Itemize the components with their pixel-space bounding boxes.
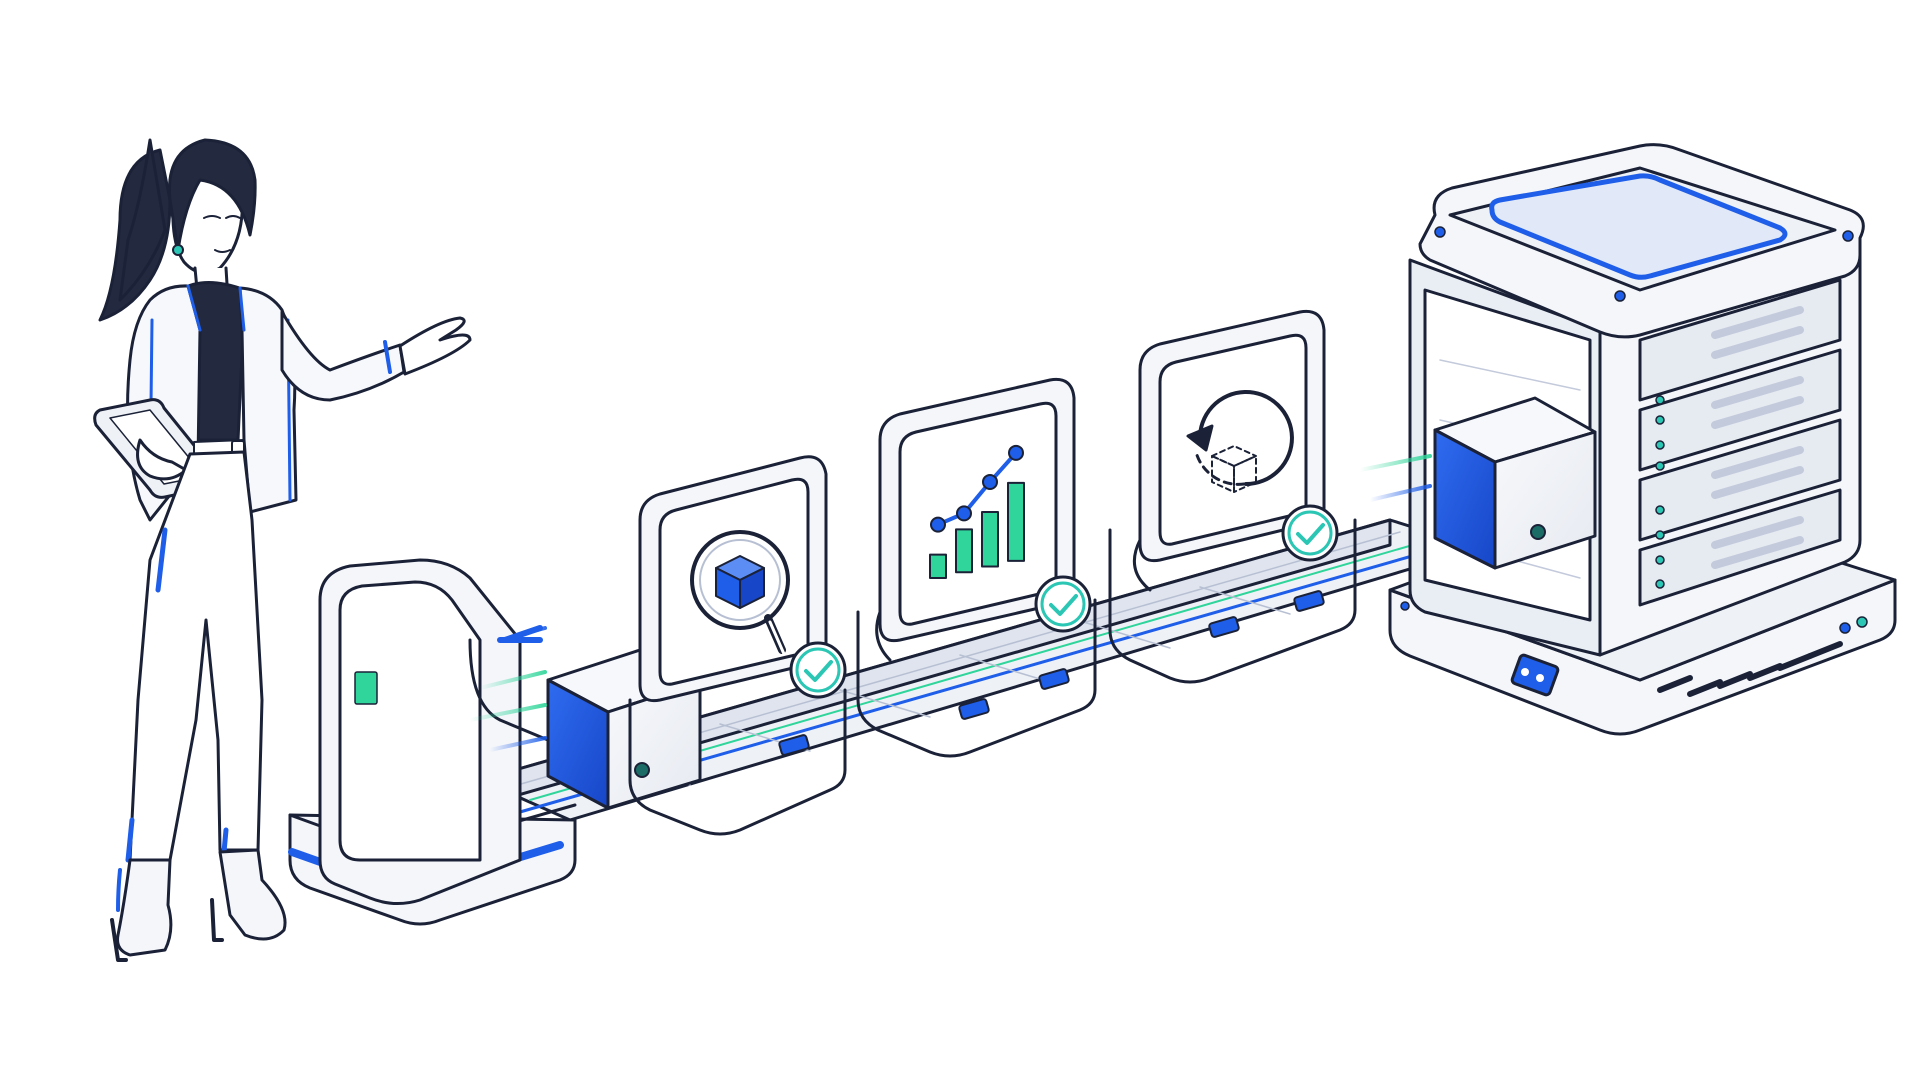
chart-icon-point	[956, 505, 972, 522]
check-circle-icon	[1034, 575, 1092, 633]
chart-icon-point	[1008, 444, 1024, 461]
chart-icon-bar	[955, 528, 973, 574]
stage-analyze	[856, 377, 1097, 758]
chart-icon-bar	[929, 553, 947, 579]
stage-transform	[1108, 309, 1357, 684]
check-circle-icon	[1281, 504, 1339, 562]
presenter-figure	[93, 138, 472, 962]
chart-icon-bar	[1007, 481, 1025, 562]
stage-inspect	[628, 455, 847, 836]
check-circle-icon	[789, 641, 847, 699]
data-box-stored	[1358, 396, 1597, 570]
rotate-cube-icon	[1186, 390, 1294, 493]
magnifier-cube-icon	[690, 530, 790, 656]
chart-icon-bar	[981, 510, 999, 568]
chart-icon-point	[930, 516, 946, 533]
bar-line-chart-icon	[929, 444, 1025, 579]
input-machine	[288, 558, 577, 926]
chart-icon-point	[982, 473, 998, 490]
chart-icon-trend-line	[936, 450, 1018, 527]
